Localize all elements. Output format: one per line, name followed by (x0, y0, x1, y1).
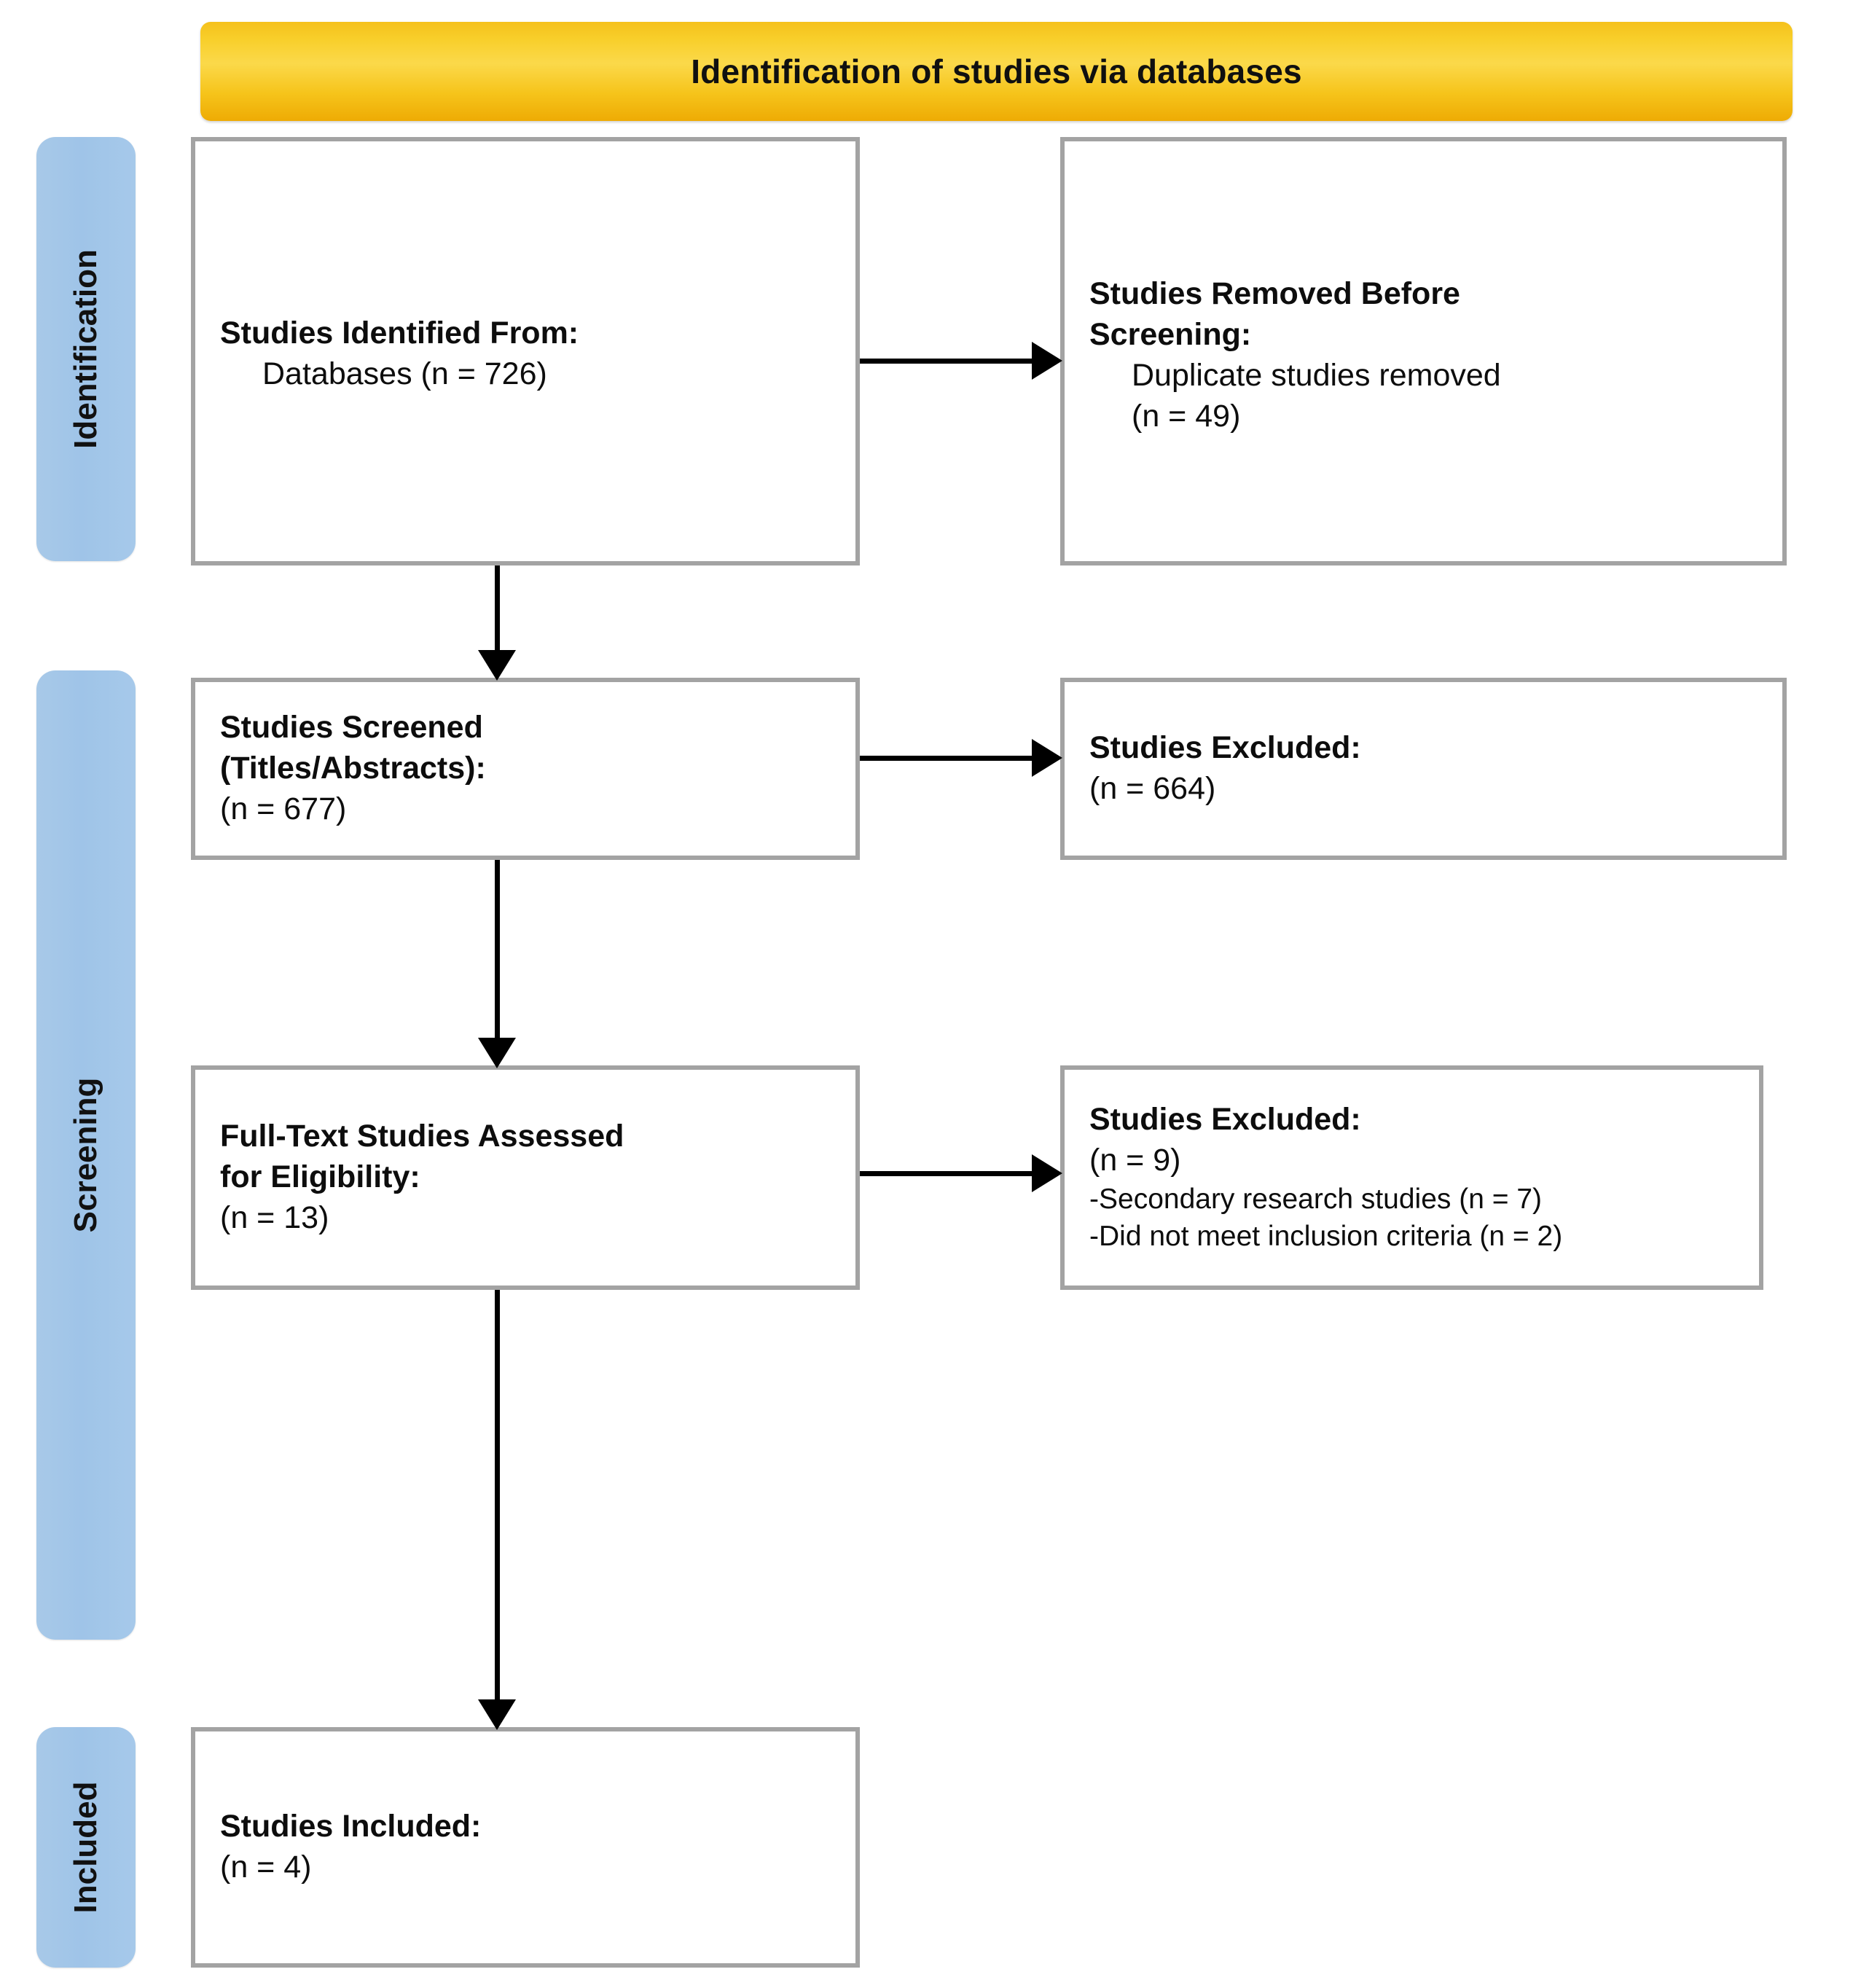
stage-bar-screening: Screening (36, 670, 136, 1640)
diagram-header-banner: Identification of studies via databases (200, 22, 1793, 121)
screened-detail-count: (n = 677) (220, 791, 347, 826)
removed-detail-count: (n = 49) (1132, 398, 1241, 434)
identified-detail-databases: Databases (n = 726) (262, 356, 547, 391)
removed-detail-duplicates: Duplicate studies removed (1132, 358, 1501, 393)
arrow-head-down-icon (478, 1699, 516, 1730)
arrow-head-down-icon (478, 1038, 516, 1068)
arrow-shaft (495, 1290, 500, 1699)
removed-heading-line1: Studies Removed Before (1089, 276, 1460, 312)
arrow-shaft (860, 756, 1032, 761)
box-studies-excluded-screening: Studies Excluded: (n = 664) (1060, 678, 1787, 860)
stage-label-identification: Identification (68, 249, 103, 449)
identified-heading: Studies Identified From: (220, 316, 579, 351)
fulltext-detail-count: (n = 13) (220, 1200, 329, 1235)
arrow-head-right-icon (1032, 739, 1062, 777)
arrow-head-right-icon (1032, 342, 1062, 380)
arrow-shaft (495, 566, 500, 650)
box-studies-screened: Studies Screened (Titles/Abstracts): (n … (191, 678, 860, 860)
removed-heading-line2: Screening: (1089, 317, 1252, 353)
screened-heading-line1: Studies Screened (220, 710, 483, 746)
stage-bar-included: Included (36, 1727, 136, 1968)
arrow-head-right-icon (1032, 1154, 1062, 1192)
banner-title: Identification of studies via databases (691, 52, 1302, 90)
box-studies-removed-before-screening: Studies Removed Before Screening: Duplic… (1060, 137, 1787, 566)
excluded-fulltext-count: (n = 9) (1089, 1143, 1181, 1178)
stage-label-included: Included (68, 1781, 103, 1914)
excluded-fulltext-heading: Studies Excluded: (1089, 1102, 1361, 1138)
box-studies-excluded-fulltext: Studies Excluded: (n = 9) -Secondary res… (1060, 1065, 1763, 1290)
arrow-shaft (860, 359, 1032, 364)
included-heading: Studies Included: (220, 1809, 482, 1844)
fulltext-heading-line1: Full-Text Studies Assessed (220, 1119, 624, 1154)
arrow-shaft (860, 1171, 1032, 1176)
excluded-screening-count: (n = 664) (1089, 771, 1216, 806)
excluded-fulltext-reason-1: -Secondary research studies (n = 7) (1089, 1183, 1543, 1216)
fulltext-heading-line2: for Eligibility: (220, 1159, 420, 1195)
box-fulltext-assessed: Full-Text Studies Assessed for Eligibili… (191, 1065, 860, 1290)
box-studies-included: Studies Included: (n = 4) (191, 1727, 860, 1968)
included-detail-count: (n = 4) (220, 1850, 312, 1885)
excluded-fulltext-reason-2: -Did not meet inclusion criteria (n = 2) (1089, 1220, 1563, 1252)
screened-heading-line2: (Titles/Abstracts): (220, 751, 486, 786)
arrow-head-down-icon (478, 650, 516, 681)
stage-bar-identification: Identification (36, 137, 136, 561)
box-studies-identified: Studies Identified From: Databases (n = … (191, 137, 860, 566)
stage-label-screening: Screening (68, 1077, 103, 1233)
arrow-shaft (495, 860, 500, 1038)
excluded-screening-heading: Studies Excluded: (1089, 730, 1361, 766)
